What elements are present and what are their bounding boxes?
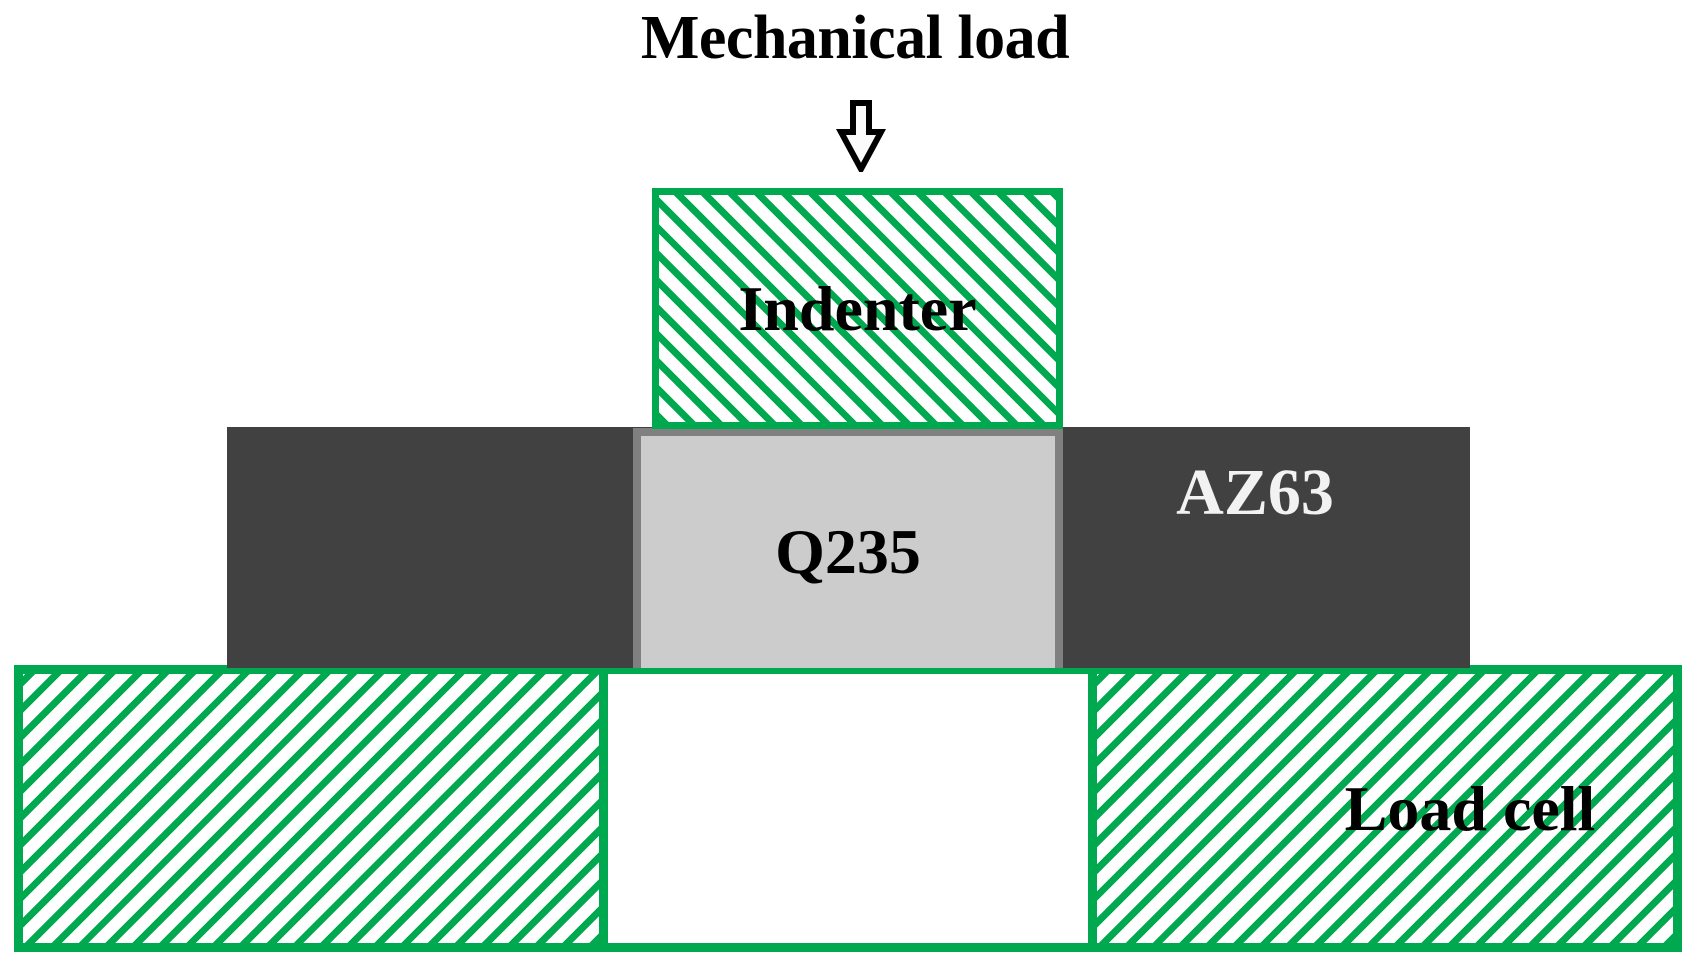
load-cell-right-pad: Load cell [1088,665,1682,952]
figure-title-text: Mechanical load [640,4,1070,72]
load-cell-label: Load cell [1344,772,1596,844]
q235-label: Q235 [775,516,921,587]
az63-label: AZ63 [1176,456,1334,529]
down-arrow-icon [826,100,896,172]
load-cell-connecting-frame [600,665,1096,952]
figure-title: Mechanical load [0,4,1694,72]
indenter-block: Indenter [652,188,1063,429]
q235-insert-block: Q235 [633,428,1063,668]
indenter-label: Indenter [738,272,977,344]
load-cell-left-pad [14,665,608,952]
